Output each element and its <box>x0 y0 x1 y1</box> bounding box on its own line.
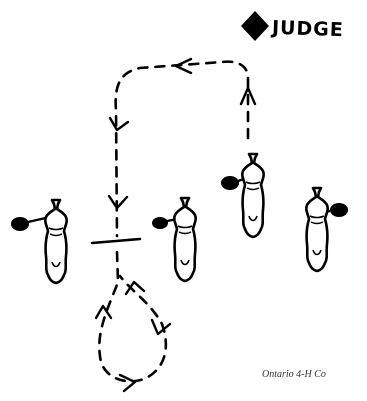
handler-marker <box>152 217 168 229</box>
stop-mark-icon <box>92 239 140 243</box>
animal-topview-icon <box>242 154 263 237</box>
handler-marker <box>221 176 239 190</box>
arrow-icon <box>120 375 135 391</box>
animal-3 <box>221 154 264 237</box>
arrow-icon <box>110 118 128 130</box>
credit-text: Ontario 4-H Co <box>262 369 326 380</box>
arrow-icon <box>126 282 144 294</box>
animal-1 <box>11 200 67 283</box>
animal-topview-icon <box>306 188 327 271</box>
arrow-icon <box>176 59 191 73</box>
judge-diamond-icon <box>241 11 269 41</box>
animal-4 <box>306 188 348 271</box>
handler-marker <box>330 203 348 217</box>
animal-topview-icon <box>45 200 66 283</box>
handler-marker <box>11 217 29 231</box>
animal-2 <box>152 198 196 281</box>
animal-topview-icon <box>174 198 195 281</box>
judge-label: JUDGE <box>272 17 345 41</box>
